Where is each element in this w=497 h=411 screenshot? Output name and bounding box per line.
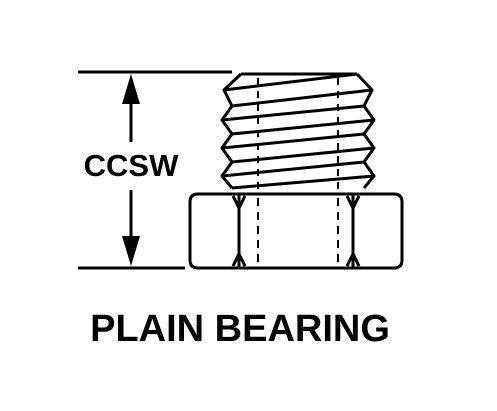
hex-right-chamfer-top	[345, 195, 361, 210]
dimension-line	[122, 74, 140, 266]
thread-minor-diameter-dashes	[257, 78, 339, 190]
dimension-label: CCSW	[84, 148, 179, 183]
hex-body	[188, 192, 404, 270]
hex-outline	[188, 192, 404, 270]
arrowhead-up-icon	[122, 74, 140, 104]
thread-crest-lines	[221, 72, 375, 190]
hex-right-chamfer-bottom	[345, 252, 361, 267]
arrowhead-down-icon	[122, 236, 140, 266]
dimension-extension-lines	[78, 70, 232, 270]
hex-bore-hidden-lines	[257, 198, 339, 266]
diagram-caption: PLAIN BEARING	[90, 308, 390, 350]
hex-left-chamfer-top	[231, 195, 247, 210]
threaded-shank	[220, 72, 376, 190]
hex-left-chamfer-bottom	[231, 252, 247, 267]
